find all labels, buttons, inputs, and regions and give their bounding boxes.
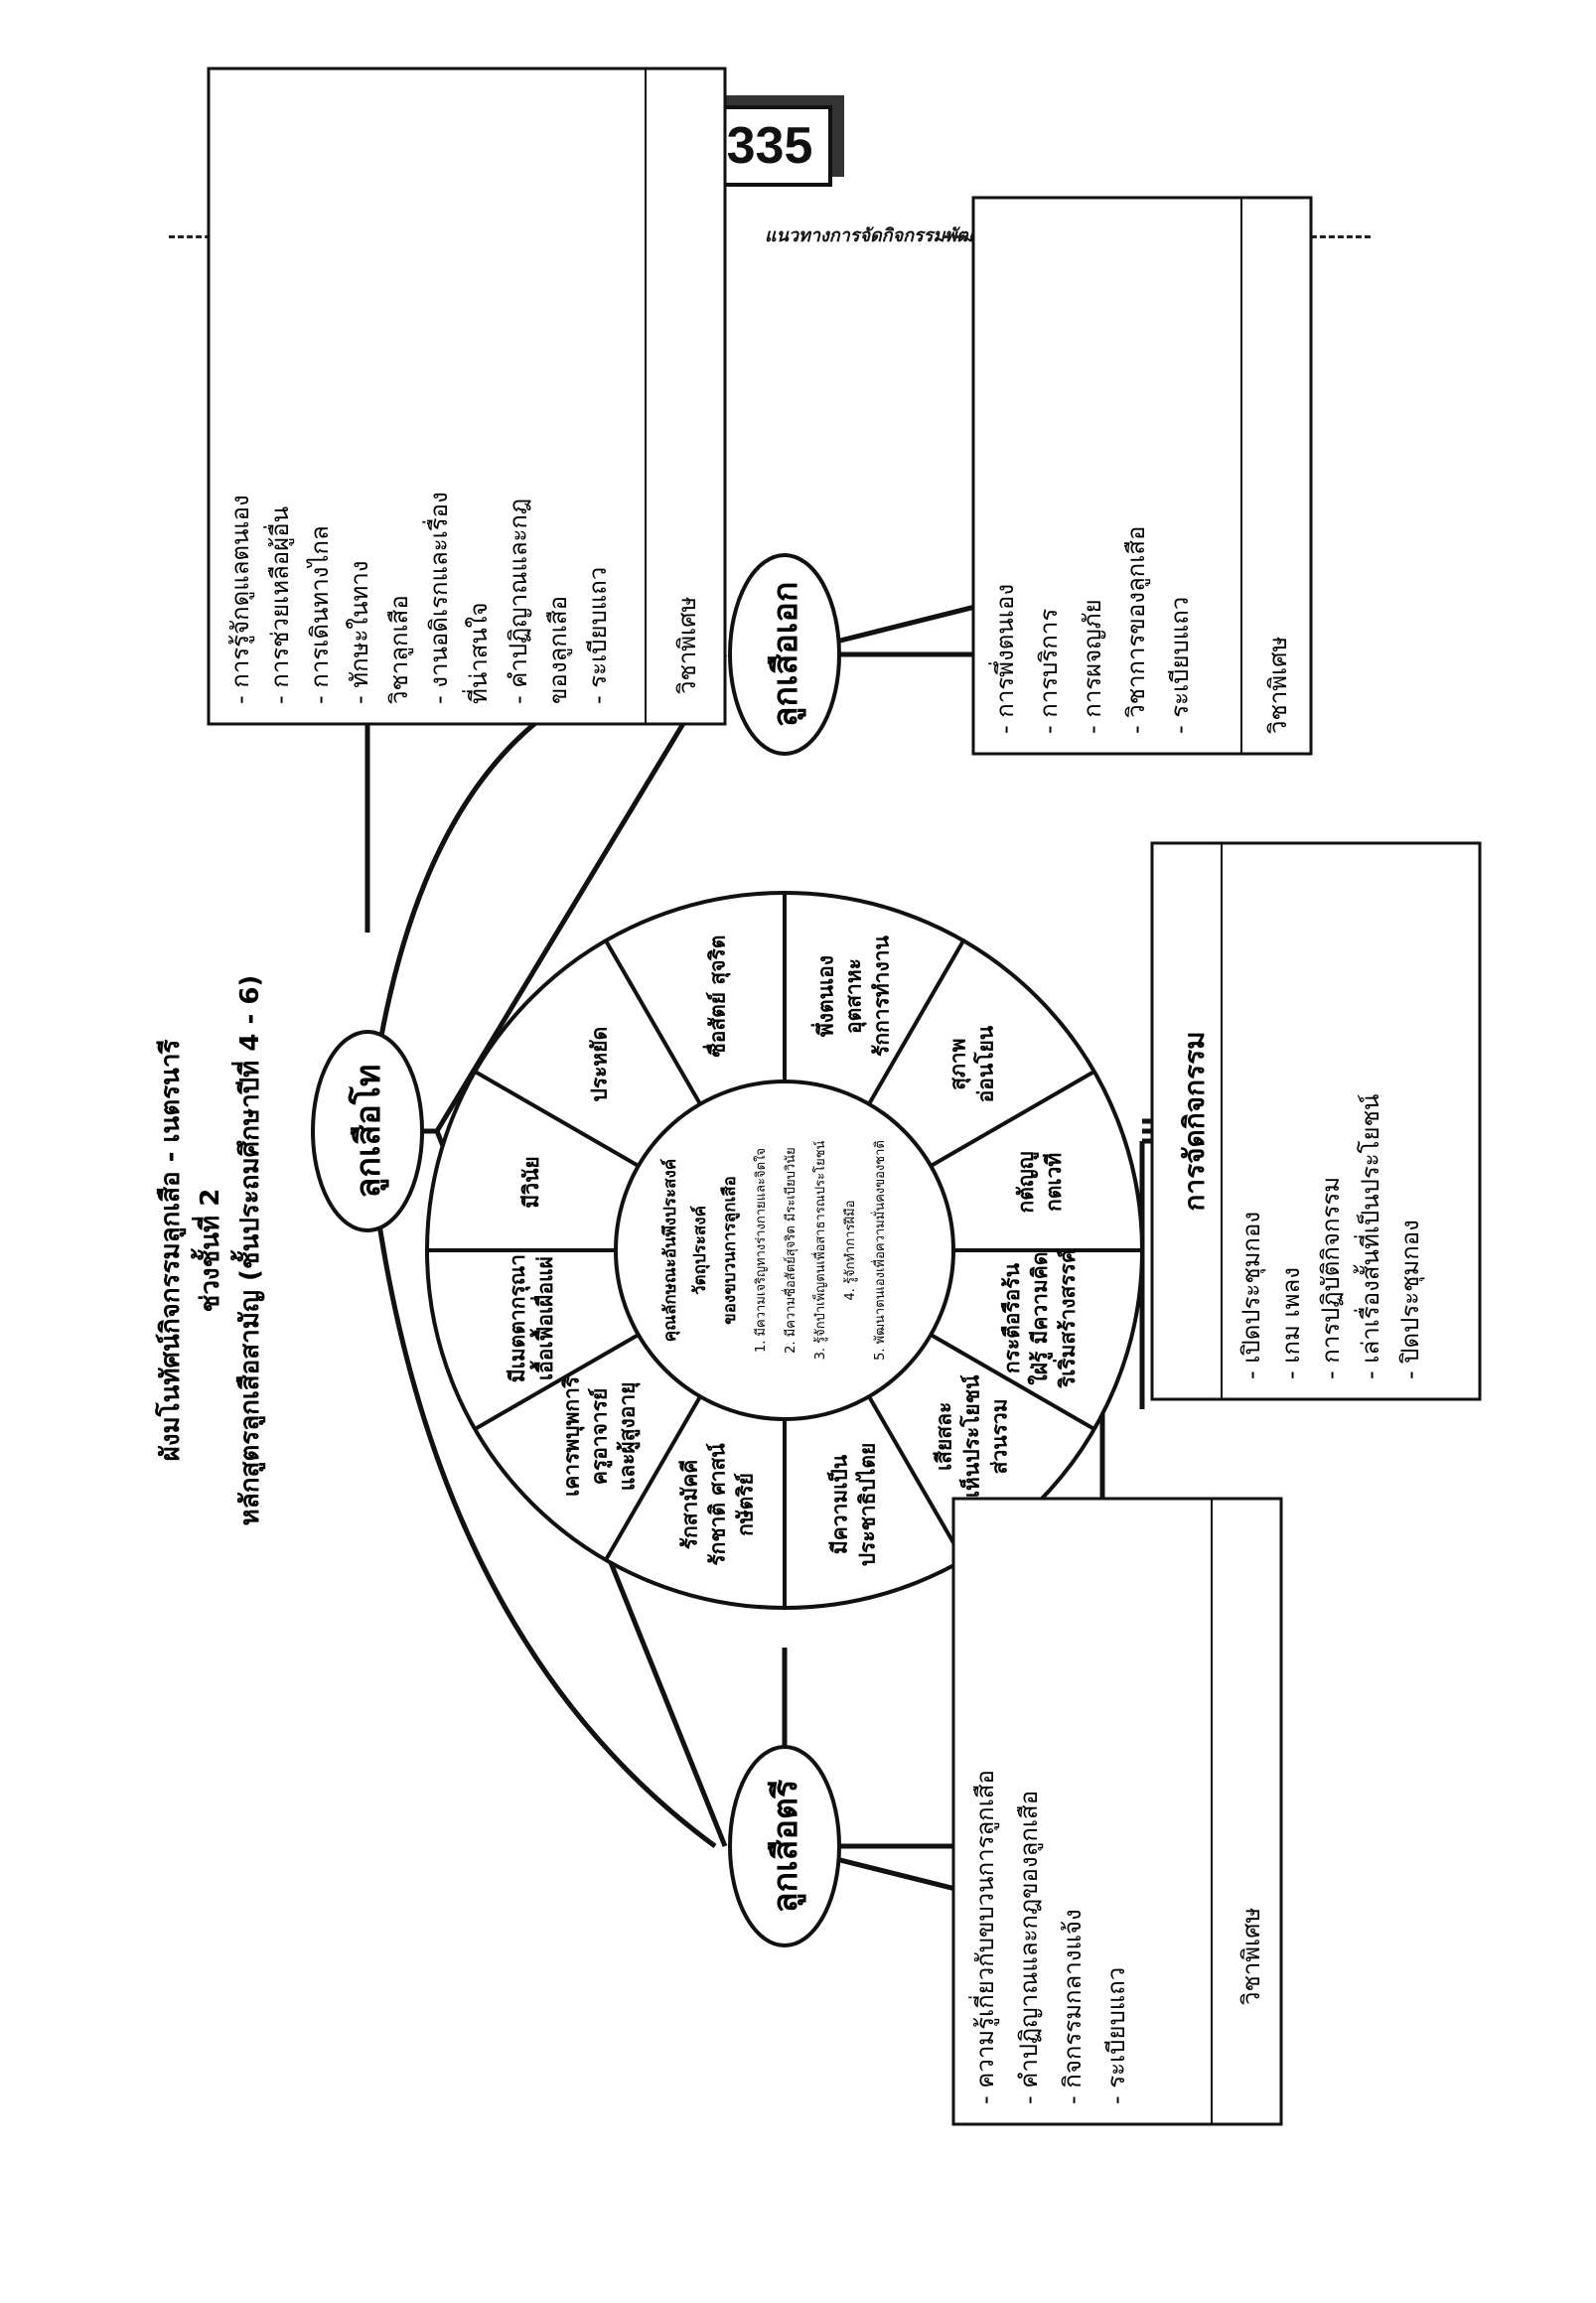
box-cub: - การรู้จักดูแลตนเอง - การช่วยเหลือผู้อื่…: [207, 67, 727, 726]
box-first-item: - การบริการ: [1035, 609, 1063, 734]
box-activities: การจัดกิจกรรม - เปิดประชุมกอง- เกม เพลง-…: [1150, 841, 1482, 1401]
box-cub-item: - งานอดิเรกและเรื่อง: [422, 492, 453, 704]
node-cub-label: ลูกเสือโท: [348, 1065, 389, 1199]
box-third-item: - คำปฏิญาณและกฎของลูกเสือ: [1015, 1791, 1044, 2104]
node-cub: ลูกเสือโท: [311, 1030, 424, 1232]
box-cub-item: - การช่วยเหลือผู้อื่น: [263, 506, 295, 704]
wheel-center-text: 4. รู้จักทำการฝีมือ: [842, 1200, 858, 1300]
wheel-center: [614, 1080, 955, 1421]
wheel-segment-label: เสียสละ: [932, 1402, 955, 1471]
wheel-divider: [930, 1070, 1095, 1168]
box-cub-item: - ระเบียบแถว: [584, 567, 612, 704]
box-activities-title: การจัดกิจกรรม: [1178, 1031, 1211, 1211]
page-number: 335: [707, 105, 832, 187]
box-first-item: - วิชาการของลูกเสือ: [1122, 526, 1151, 734]
wheel-center-text: วัตถุประสงค์: [689, 1206, 710, 1295]
wheel-segment-label: กษัตริย์: [733, 1473, 757, 1536]
wheel-segment-label: รักการทำงาน: [870, 935, 894, 1056]
box-activities-item: - เกม เพลง: [1277, 1267, 1305, 1379]
title-line-2: ช่วงชั้นที่ 2: [190, 1189, 225, 1313]
wheel-segment-label: ประหยัด: [588, 1027, 612, 1102]
wheel-segment-label: รักสามัคคี: [677, 1460, 701, 1550]
box-activities-item: - การปฏิบัติกิจกรรม: [1317, 1177, 1345, 1379]
values-wheel: มีวินัยประหยัดซื่อสัตย์ สุจริตพึ่งตนเองอ…: [425, 891, 1144, 1610]
wheel-segment-label: ครูอาจารย์: [588, 1388, 614, 1485]
title-line-3: หลักสูตรลูกเสือสามัญ (ชั้นประถมศึกษาปีที…: [229, 975, 266, 1526]
wheel-segment-label: ซื่อสัตย์ สุจริต: [701, 936, 731, 1058]
box-third-item: - ระเบียบแถว: [1102, 1967, 1130, 2104]
box-cub-item: - ทักษะในทาง: [346, 561, 373, 705]
box-first-item: - ระเบียบแถว: [1166, 597, 1194, 734]
box-activities-item: - ปิดประชุมกอง: [1396, 1220, 1425, 1379]
wheel-segment-label: กตัญญู: [1014, 1151, 1040, 1213]
wheel-divider: [930, 1333, 1095, 1431]
wheel-segment-label: กระตือรือร้น: [1000, 1262, 1024, 1373]
wheel-center-text: 2. มีความซื่อสัตย์สุจริต มีระเบียบวินัย: [782, 1147, 798, 1354]
box-first-item: - การพึ่งตนเอง: [988, 584, 1019, 734]
wheel-segment-label: มีความเป็น: [826, 1454, 852, 1554]
box-cub-item: ของลูกเสือ: [544, 596, 573, 704]
wheel-segment-label: พึ่งตนเอง: [810, 955, 838, 1037]
wheel-divider: [474, 1070, 640, 1168]
wheel-segment-label: อ่อนโยน: [972, 1025, 997, 1102]
wheel-segment-label: มีวินัย: [519, 1156, 543, 1208]
wheel-segment-label: ประชาธิปไตย: [855, 1443, 880, 1567]
wheel-divider: [867, 1395, 965, 1561]
title-line-1: ผังมโนทัศน์กิจกรรมลูกเสือ - เนตรนารี: [154, 1040, 187, 1462]
node-third-label: ลูกเสือตรี: [766, 1779, 806, 1913]
wheel-segment-label: เห็นประโยชน์: [957, 1374, 983, 1498]
box-third: - ความรู้เกี่ยวกับขบวนการลูกเสือ - คำปฏิญ…: [951, 1497, 1283, 2126]
box-cub-item: - การรู้จักดูแลตนเอง: [226, 495, 255, 704]
wheel-segment-label: เอื้อเฟื้อเผื่อแผ่: [529, 1256, 557, 1380]
box-cub-special: วิชาพิเศษ: [673, 597, 701, 695]
box-cub-item: - คำปฏิญาณและกฎ: [505, 499, 532, 704]
wheel-segment-label: สุภาพ: [945, 1038, 971, 1089]
wheel-center-text: ของขบวนการลูกเสือ: [719, 1176, 741, 1325]
wheel-center-text: 5. พัฒนาตนเองเพื่อความมั่นคงของชาติ: [871, 1140, 888, 1361]
wheel-segment-label: รักชาติ ศาสน์: [705, 1443, 729, 1566]
box-cub-item: - การเดินทางไกล: [306, 525, 334, 704]
wheel-segment-label: ส่วนรวม: [987, 1398, 1011, 1474]
wheel-center-text: คุณลักษณะอันพึงประสงค์: [659, 1159, 680, 1342]
box-cub-item: วิชาลูกเสือ: [385, 595, 414, 704]
rotated-diagram: ผังมโนทัศน์กิจกรรมลูกเสือ - เนตรนารี ช่ว…: [154, 67, 1482, 2126]
wheel-segment-label: และผู้สูงอายุ: [616, 1381, 642, 1491]
wheel-segment-label: ริเริ่มสร้างสรรค์: [1052, 1249, 1080, 1389]
node-third: ลูกเสือตรี: [728, 1745, 841, 1947]
wheel-divider: [474, 1333, 640, 1431]
box-third-item: - กิจกรรมกลางแจ้ง: [1059, 1909, 1087, 2104]
box-first-special: วิชาพิเศษ: [1264, 637, 1292, 735]
box-third-item: - ความรู้เกี่ยวกับขบวนการลูกเสือ: [968, 1770, 1000, 2104]
wheel-segment-label: เคารพบุพการี: [560, 1375, 586, 1497]
wheel-segment-label: ใฝ่รู้ มีความคิด: [1027, 1252, 1054, 1385]
wheel-segment-label: กตเวที: [1042, 1153, 1066, 1212]
node-first-label: ลูกเสือเอก: [766, 582, 806, 728]
node-first: ลูกเสือเอก: [728, 553, 841, 756]
box-activities-item: - เปิดประชุมกอง: [1237, 1212, 1266, 1379]
wheel-divider: [604, 939, 702, 1105]
wheel-center-text: 3. รู้จักบำเพ็ญตนเพื่อสาธารณประโยชน์: [810, 1140, 828, 1360]
box-activities-item: - เล่าเรื่องสั้นที่เป็นประโยชน์: [1353, 1093, 1384, 1379]
box-first-item: - การผจญภัย: [1079, 599, 1106, 734]
wheel-divider: [867, 939, 965, 1105]
wheel-segment-label: อุตสาหะ: [842, 958, 868, 1034]
wheel-divider: [604, 1395, 702, 1561]
box-cub-item: ที่น่าสนใจ: [462, 602, 493, 704]
box-third-special: วิชาพิเศษ: [1237, 1908, 1265, 2006]
box-first: - การพึ่งตนเอง - การบริการ - การผจญภัย - วิ…: [971, 196, 1313, 756]
wheel-center-text: 1. มีความเจริญทางร่างกายและจิตใจ: [753, 1148, 769, 1353]
wheel-segment-label: มีเมตตากรุณา: [506, 1254, 531, 1382]
